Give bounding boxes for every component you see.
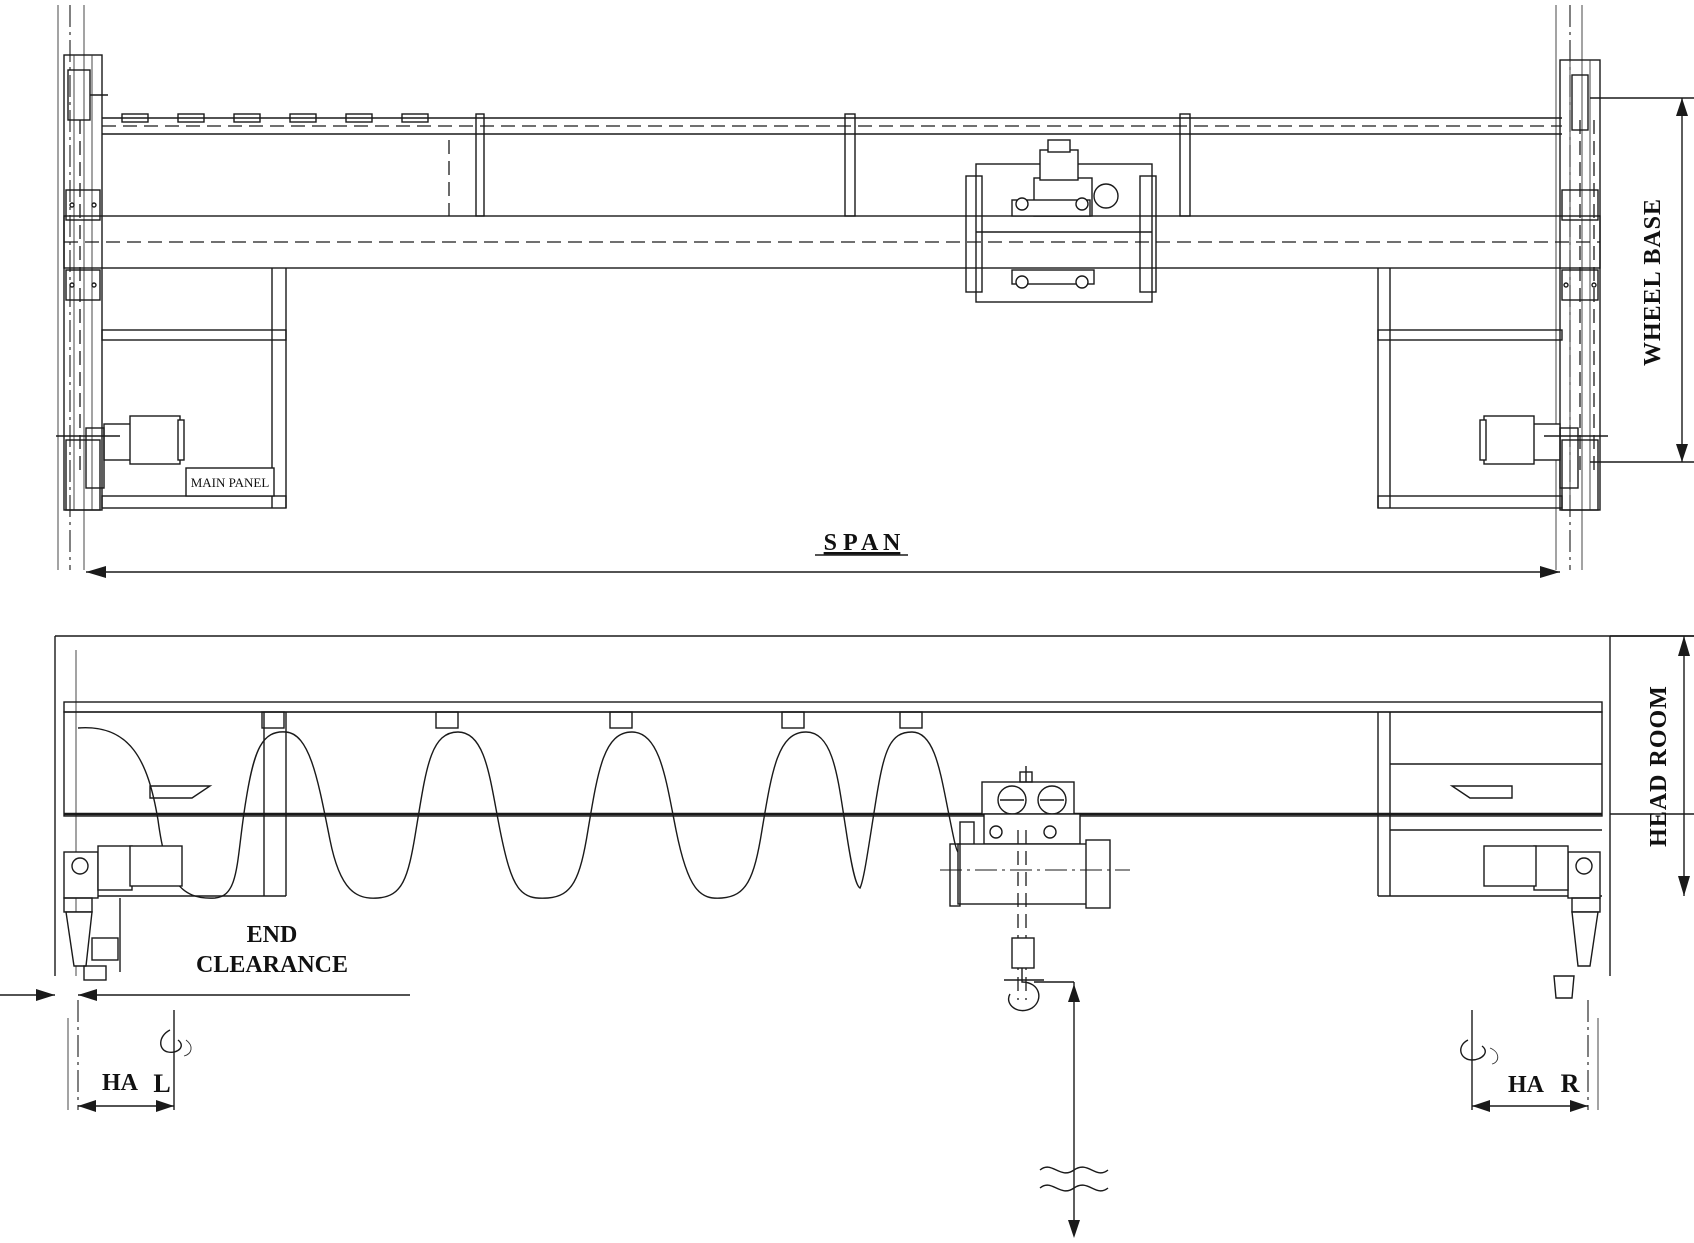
main-girder-elevation: [63, 701, 1603, 897]
festoon-cable: [77, 711, 959, 899]
main-panel-label: MAIN PANEL: [191, 475, 270, 490]
end-clearance-label-line2: CLEARANCE: [196, 952, 348, 978]
wheel-base-dimension: WHEEL BASE: [1590, 97, 1694, 463]
hoist-trolley-plan: [965, 139, 1157, 303]
top-view: MAIN PANEL WHEEL BASE: [56, 5, 1694, 578]
ha-left-label: HA: [102, 1070, 139, 1096]
wheel-base-label: WHEEL BASE: [1640, 198, 1666, 366]
ha-left-dimension: HA L: [67, 1000, 192, 1112]
span-dimension: S P A N: [86, 530, 1560, 578]
left-end-truck-elevation: [63, 845, 183, 981]
head-room-label: HEAD ROOM: [1646, 685, 1672, 847]
end-clearance-label-line1: END: [247, 922, 298, 948]
left-end-carriage: [63, 54, 108, 511]
head-room-dimension: HEAD ROOM: [1610, 635, 1694, 896]
ha-left-suffix: L: [153, 1069, 170, 1098]
front-view: HEAD ROOM: [0, 635, 1694, 1238]
ha-right-suffix: R: [1561, 1069, 1580, 1098]
span-label: S P A N: [824, 530, 901, 556]
right-end-truck-elevation: [1483, 845, 1601, 999]
main-girder-plan: [63, 215, 1601, 269]
hoist-trolley-elevation: [940, 766, 1130, 1238]
main-panel: MAIN PANEL: [185, 467, 275, 497]
left-drive-assembly: [56, 268, 287, 509]
ha-right-dimension: HA R: [1460, 1000, 1599, 1112]
right-drive-assembly: [1377, 268, 1608, 509]
right-end-carriage: [1559, 59, 1601, 511]
ha-right-label: HA: [1508, 1072, 1545, 1098]
end-clearance-dimension: END CLEARANCE: [0, 922, 410, 1001]
